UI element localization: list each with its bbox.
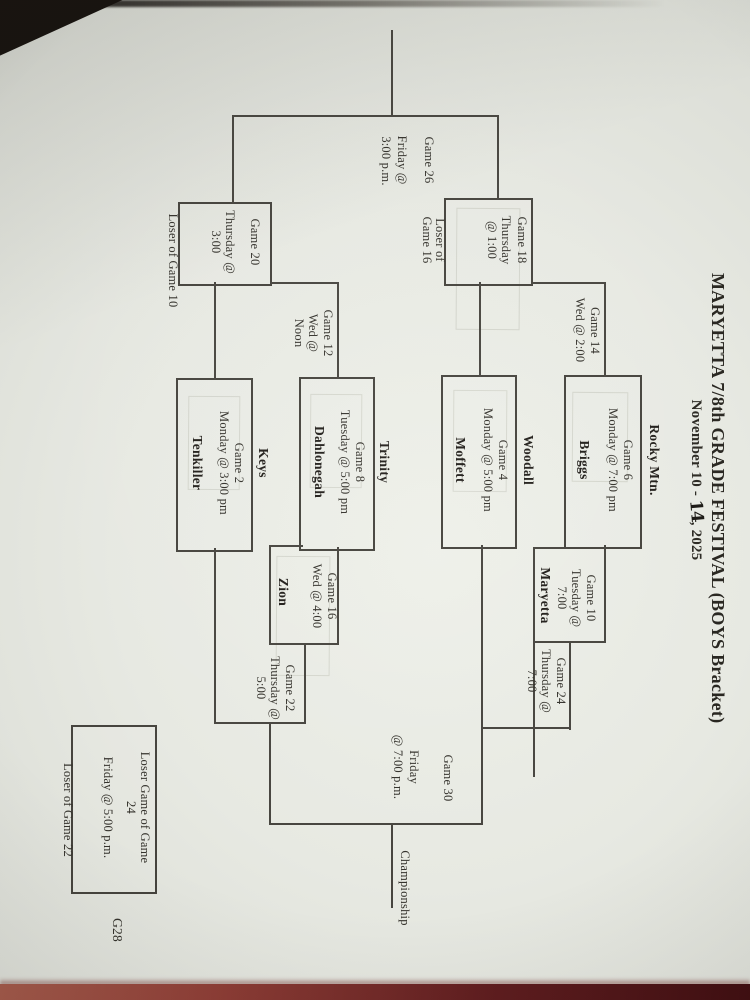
- bracket-line-w6: [604, 545, 606, 643]
- bracket-line-g12-connector: [270, 282, 339, 284]
- subtitle-suffix: , 2025: [688, 521, 704, 561]
- game8-time: Tuesday @ 5:00 pm: [338, 409, 352, 515]
- game10-time: 7:00: [555, 586, 569, 610]
- table-edge: [0, 984, 750, 1000]
- game12-time: Noon: [292, 318, 306, 348]
- handwritten-date: 14: [685, 499, 707, 523]
- bracket-line-l2: [214, 282, 216, 380]
- game18-feeder-line1: Loser of: [433, 218, 447, 262]
- team-moffett: Moffett: [453, 437, 468, 483]
- team-woodall: Woodall: [521, 434, 536, 486]
- bracket-line-w20: [232, 115, 234, 204]
- game26-label: Game 26: [422, 136, 436, 184]
- game22-label: Game 22: [283, 664, 297, 712]
- game22-time: 5:00: [254, 676, 268, 700]
- bracket-line-zion-stub: [269, 545, 303, 547]
- bracket-line-g26-winner: [391, 30, 393, 117]
- game24-label: Game 24: [554, 657, 568, 705]
- game6-label: Game 6: [621, 439, 635, 481]
- team-keys: Keys: [256, 448, 271, 478]
- game30-time: @ 7:00 p.m.: [391, 734, 405, 800]
- bracket-line-championship: [391, 823, 393, 908]
- game26-day: Friday @: [395, 135, 409, 185]
- bracket-line-w22: [269, 722, 271, 825]
- game20-feeder: Loser of Game 10: [166, 213, 180, 308]
- bracket-line-w18: [497, 115, 499, 200]
- bracket-line-championship-connector: [269, 823, 483, 825]
- game30-day: Friday: [407, 750, 421, 784]
- game24-day: Thursday @: [539, 649, 553, 713]
- game18-feeder-line2: Game 16: [420, 216, 434, 264]
- bracket-line-g24-connector: [481, 727, 571, 729]
- game28-feeder: Loser of Game 22: [61, 763, 75, 857]
- team-trinity: Trinity: [377, 440, 392, 484]
- game20-label: Game 20: [248, 218, 262, 266]
- subtitle-prefix: November 10 -: [688, 399, 704, 501]
- bracket-line-w4: [481, 545, 483, 825]
- team-briggs: Briggs: [577, 440, 592, 480]
- game6-time: Monday @ 7:00 pm: [606, 408, 620, 512]
- game22-day: Thursday @: [268, 656, 282, 720]
- team-rocky-mtn: Rocky Mtn.: [647, 424, 662, 496]
- game30-label: Game 30: [441, 754, 455, 802]
- game10-label: Game 10: [584, 574, 598, 622]
- game18-time: @ 1:00: [485, 220, 499, 260]
- page-title: MARYETTA 7/8th GRADE FESTIVAL (BOYS Brac…: [708, 273, 728, 724]
- game16-time: Wed @ 4:00: [310, 563, 324, 629]
- photo-top-shadow: [0, 0, 665, 7]
- game28-line2: 24: [124, 801, 138, 814]
- team-zion: Zion: [276, 577, 291, 607]
- game20-time: 3:00: [209, 230, 223, 254]
- game16-label: Game 16: [325, 572, 339, 620]
- championship-label: Championship: [398, 850, 412, 926]
- bracket-line-l4: [479, 282, 481, 377]
- game12-day: Wed @: [306, 313, 320, 353]
- game28-tag: G28: [110, 918, 125, 942]
- team-maryetta: Maryetta: [538, 567, 553, 624]
- game26-time: 3:00 p.m.: [379, 136, 393, 186]
- bracket-line-g26-connector: [232, 115, 499, 117]
- game2-label: Game 2: [232, 442, 246, 484]
- game8-label: Game 8: [353, 441, 367, 483]
- bracket-line-w16: [304, 643, 306, 724]
- game4-label: Game 4: [496, 439, 510, 481]
- game12-label: Game 12: [321, 309, 335, 357]
- game24-time: 7:00: [525, 669, 539, 693]
- game10-day: Tuesday @: [569, 568, 583, 628]
- game18-day: Thursday: [499, 215, 513, 265]
- game14-label: Game 14: [588, 307, 602, 354]
- bracket-line-l8-g12: [337, 282, 339, 379]
- bracket-line-w10: [569, 643, 571, 730]
- bracket-line-g14-connector: [531, 282, 606, 284]
- table-edge-fade: [0, 978, 750, 985]
- game4-time: Monday @ 5:00 pm: [481, 408, 495, 512]
- game14-time: Wed @ 2:00: [573, 297, 587, 363]
- page-subtitle: November 10 - 14, 2025: [685, 380, 707, 580]
- game28-line3: Friday @ 5:00 p.m.: [101, 756, 115, 859]
- team-tenkiller: Tenkiller: [190, 435, 205, 491]
- bracket-line-l6-g14: [604, 282, 606, 377]
- game18-label: Game 18: [515, 216, 529, 264]
- bracket-line-w2: [214, 548, 216, 724]
- game2-time: Monday @ 3:00 pm: [217, 411, 231, 515]
- team-dahlonegah: Dahlonegah: [312, 425, 327, 499]
- bracket-line-zion: [269, 545, 271, 645]
- game20-day: Thursday @: [223, 210, 237, 274]
- game28-line1: Loser Game of Game: [138, 751, 152, 864]
